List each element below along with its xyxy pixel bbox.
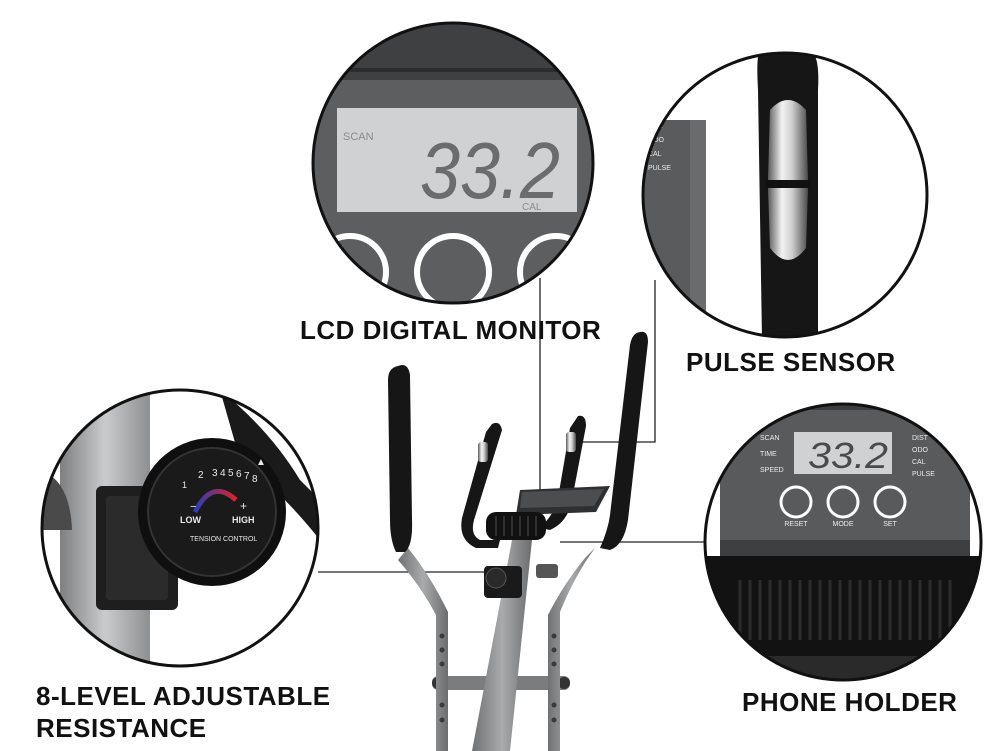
lcd-mode-button-zoom xyxy=(414,233,492,303)
knob-plus: + xyxy=(240,499,247,513)
console-lcd-reading: 33.2 xyxy=(808,435,888,476)
knob-arrow-icon: ▲ xyxy=(256,457,266,468)
knob-minus: − xyxy=(190,501,196,513)
lcd-monitor-label: LCD DIGITAL MONITOR xyxy=(300,315,602,345)
svg-text:SCAN: SCAN xyxy=(760,435,779,442)
svg-text:8: 8 xyxy=(252,474,258,485)
left-leg xyxy=(398,548,448,751)
svg-text:ODO: ODO xyxy=(912,447,929,454)
pulse-sensor-lower xyxy=(768,188,808,260)
svg-text:5: 5 xyxy=(228,468,234,479)
svg-text:CAL: CAL xyxy=(648,151,662,158)
console-left-modes: SCAN TIME SPEED xyxy=(760,435,784,474)
lcd-unit-label: CAL xyxy=(522,202,542,213)
svg-text:PULSE: PULSE xyxy=(912,471,935,478)
phone-holder-ridges xyxy=(738,580,952,640)
knob-high-label: HIGH xyxy=(232,515,255,525)
pulse-sensor-label: PULSE SENSOR xyxy=(686,347,896,377)
console-mode-button xyxy=(826,485,860,519)
svg-text:DIST: DIST xyxy=(912,435,929,442)
left-pulse-handle xyxy=(461,422,502,548)
knob-numbers: 1 2 3 4 5 6 7 8 xyxy=(182,468,258,490)
phone-holder-base xyxy=(486,512,546,540)
svg-text:SPEED: SPEED xyxy=(760,467,784,474)
right-leg xyxy=(548,548,595,751)
resistance-label-line2: RESISTANCE xyxy=(36,713,207,743)
svg-text:PULSE: PULSE xyxy=(648,165,671,172)
resistance-label: 8-LEVEL ADJUSTABLE RESISTANCE xyxy=(36,680,331,744)
lcd-screen xyxy=(337,108,577,212)
lcd-mode-label: SCAN xyxy=(343,131,374,143)
console-mode-label: MODE xyxy=(833,521,854,528)
lcd-reading: 33.2 xyxy=(420,126,560,215)
svg-text:3: 3 xyxy=(212,468,218,479)
lcd-zoom-circle: SCAN 33.2 CAL xyxy=(311,21,595,305)
svg-text:TIME: TIME xyxy=(760,451,777,458)
left-arm-handle xyxy=(388,365,413,552)
console-reset-label: RESET xyxy=(784,521,808,528)
pulse-sensor-zoom-circle: DIST ODO CAL PULSE xyxy=(641,51,929,339)
console-reset-button xyxy=(779,485,813,519)
phone-holder-zoom xyxy=(706,556,981,656)
pulse-callout-line xyxy=(575,280,656,443)
crossbar-bolt-right xyxy=(558,677,570,689)
phone-holder-label: PHONE HOLDER xyxy=(742,687,958,717)
console-zoom-circle: 33.2 SCAN TIME SPEED DIST ODO CAL PULSE … xyxy=(703,402,983,682)
elliptical-machine xyxy=(388,331,648,751)
svg-text:ODO: ODO xyxy=(648,137,665,144)
pulse-sensor-upper xyxy=(768,100,808,180)
svg-text:2: 2 xyxy=(198,470,204,481)
knob-face xyxy=(147,447,277,577)
knob-caption: TENSION CONTROL xyxy=(190,536,257,543)
console-right-modes: DIST ODO CAL PULSE xyxy=(912,435,935,478)
svg-text:4: 4 xyxy=(220,468,226,479)
resistance-label-line1: 8-LEVEL ADJUSTABLE xyxy=(36,681,331,711)
svg-text:7: 7 xyxy=(244,471,250,482)
svg-text:CAL: CAL xyxy=(912,459,926,466)
svg-text:6: 6 xyxy=(236,469,242,480)
knob-gauge-arc xyxy=(192,488,238,514)
tension-knob-zoom-circle: 1 2 3 4 5 6 7 8 ▲ − + LOW HIGH TENSION C… xyxy=(40,388,320,668)
right-arm-handle xyxy=(600,331,648,550)
console-set-label: SET xyxy=(883,521,897,528)
knob-low-label: LOW xyxy=(180,515,201,525)
console-set-button xyxy=(873,485,907,519)
console-lcd-zoom xyxy=(794,432,892,474)
svg-text:1: 1 xyxy=(182,480,187,490)
